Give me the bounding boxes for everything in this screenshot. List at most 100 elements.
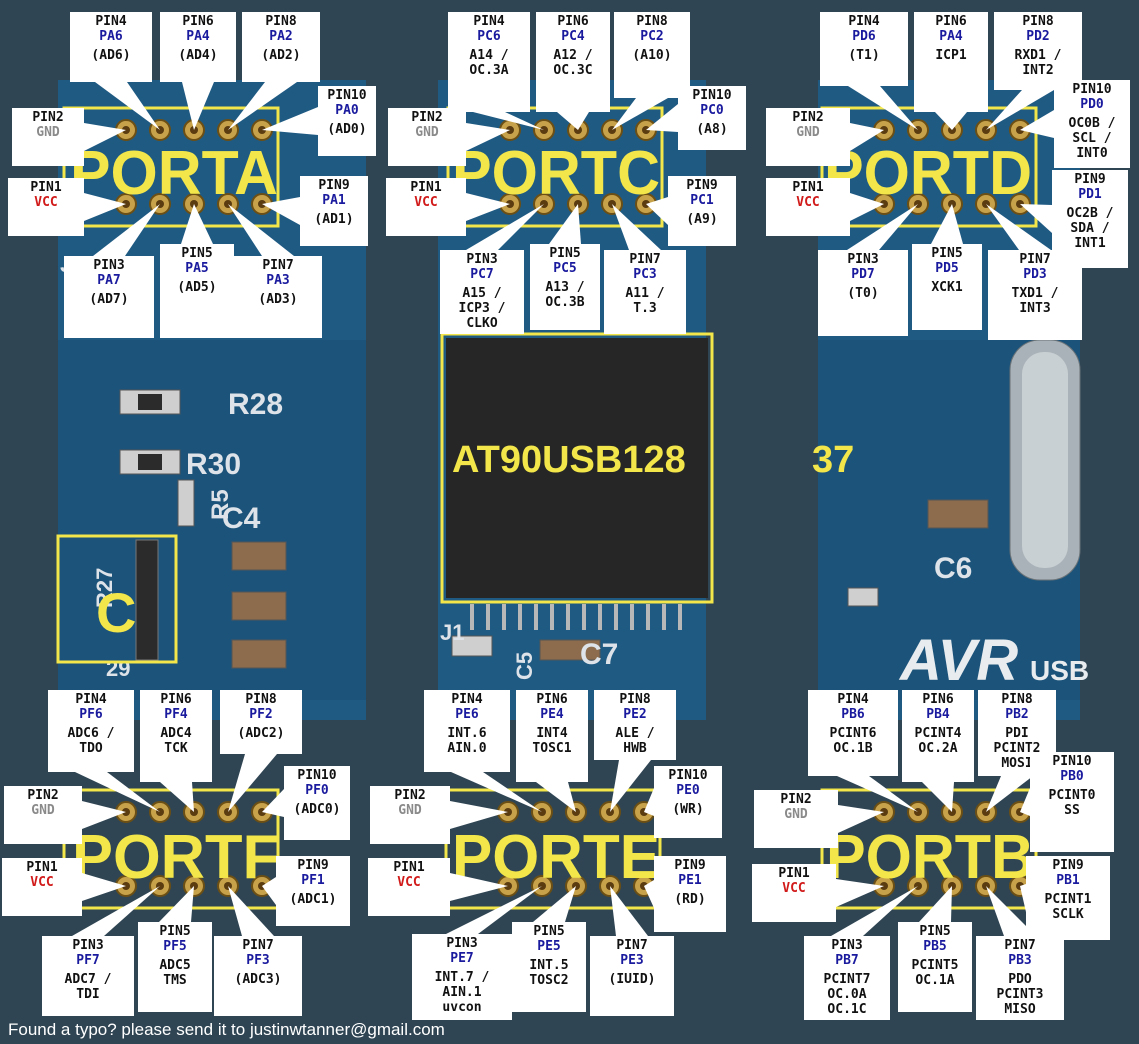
portb-pin10-pin: PIN10: [1030, 754, 1114, 769]
portb-pin6-callout: PIN6PB4PCINT4OC.2A: [902, 690, 974, 782]
porte-pin10-pin: PIN10: [654, 768, 722, 783]
porte-pin9-callout: PIN9PE1 (RD): [654, 856, 726, 932]
portb-pin7-func: PDO: [976, 972, 1064, 987]
portb-pin10-port: PB0: [1030, 769, 1114, 784]
portf-pin10-pin: PIN10: [284, 768, 350, 783]
portb-pin5-callout: PIN5PB5PCINT5OC.1A: [898, 922, 972, 1012]
portf-pin4-func: ADC6 /: [48, 726, 134, 741]
portf-pin5-func2: TMS: [138, 973, 212, 988]
porte-pin8-func: ALE /: [594, 726, 676, 741]
porte-pin5-pin: PIN5: [512, 924, 586, 939]
portf-pin2-port: GND: [4, 803, 82, 818]
porte-pin5-port: PE5: [512, 939, 586, 954]
portb-pin4-port: PB6: [808, 707, 898, 722]
porta-pin5-port: PA5: [160, 261, 234, 276]
portc-pin8-func: (A10): [614, 48, 690, 63]
portd-pin2-callout: PIN2GND: [766, 108, 850, 166]
portc-pin10-func: (A8): [678, 122, 746, 137]
portc-pin7-pin: PIN7: [604, 252, 686, 267]
portc-pin3-func3: CLKO: [440, 316, 524, 331]
porta-pin2-callout: PIN2GND: [12, 108, 84, 166]
portf-pin6-port: PF4: [140, 707, 212, 722]
portd-pin6-func: ICP1: [914, 48, 988, 63]
portf-pin3-func2: TDI: [42, 987, 134, 1002]
portf-pin4-pin: PIN4: [48, 692, 134, 707]
porta-pin9-func: (AD1): [300, 212, 368, 227]
portd-pin10-func2: SCL /: [1054, 131, 1130, 146]
portf-pin2-callout: PIN2GND: [4, 786, 82, 844]
portb-pin3-func2: OC.0A: [804, 987, 890, 1002]
portd-pin8-func: RXD1 /: [994, 48, 1082, 63]
portc-pin8-pin: PIN8: [614, 14, 690, 29]
portb-pin4-func2: OC.1B: [808, 741, 898, 756]
porte-pin9-pin: PIN9: [654, 858, 726, 873]
porta-pin9-port: PA1: [300, 193, 368, 208]
portf-pin3-pin: PIN3: [42, 938, 134, 953]
portc-pin8-port: PC2: [614, 29, 690, 44]
portb-pin8-pin: PIN8: [978, 692, 1056, 707]
portb-pin1-pin: PIN1: [752, 866, 836, 881]
usb-logo: USB: [1030, 655, 1089, 686]
porte-pin7-callout: PIN7PE3(IUID): [590, 936, 674, 1016]
porte-pin1-pin: PIN1: [368, 860, 450, 875]
portc-pin7-func2: T.3: [604, 301, 686, 316]
porta-pin8-port: PA2: [242, 29, 320, 44]
portc-pin5-port: PC5: [530, 261, 600, 276]
portb-pin1-callout: PIN1VCC: [752, 864, 836, 922]
portb-pin1-port: VCC: [752, 881, 836, 896]
portd-pin10-pin: PIN10: [1054, 82, 1130, 97]
portf-pin4-callout: PIN4PF6ADC6 /TDO: [48, 690, 134, 772]
portc-pin9-func: (A9): [668, 212, 736, 227]
portf-pin5-callout: PIN5PF5ADC5TMS: [138, 922, 212, 1012]
portf-pin4-func2: TDO: [48, 741, 134, 756]
portf-pin5-pin: PIN5: [138, 924, 212, 939]
portd-pin8-port: PD2: [994, 29, 1082, 44]
portf-pin2-pin: PIN2: [4, 788, 82, 803]
portf-pin8-pin: PIN8: [220, 692, 302, 707]
portf-pin5-func: ADC5: [138, 958, 212, 973]
portb-pin6-port: PB4: [902, 707, 974, 722]
portb-pin6-pin: PIN6: [902, 692, 974, 707]
porta-pin9-callout: PIN9PA1(AD1): [300, 176, 368, 246]
porte-pin3-callout: PIN3PE7INT.7 /AIN.1uvcon: [412, 934, 512, 1020]
porte-pin3-func3: uvcon: [412, 1000, 512, 1015]
porte-pin5-func2: TOSC2: [512, 973, 586, 988]
portd-pin9-pin: PIN9: [1052, 172, 1128, 187]
portc-pin6-callout: PIN6PC4A12 /OC.3C: [536, 12, 610, 112]
portd-pin7-pin: PIN7: [988, 252, 1082, 267]
portb-pin9-callout: PIN9PB1PCINT1SCLK: [1026, 856, 1110, 940]
porta-pin3-callout: PIN3PA7(AD7): [64, 256, 154, 338]
porte-pin4-callout: PIN4PE6INT.6AIN.0: [424, 690, 510, 772]
r28-label: R28: [228, 388, 283, 421]
r30-label: R30: [186, 448, 241, 481]
portb-pin9-port: PB1: [1026, 873, 1110, 888]
portd-pin7-func: TXD1 /: [988, 286, 1082, 301]
portc-pin7-port: PC3: [604, 267, 686, 282]
portb-pin7-callout: PIN7PB3PDOPCINT3MISO: [976, 936, 1064, 1020]
porte-pin9-port: PE1: [654, 873, 726, 888]
portc-pin10-port: PC0: [678, 103, 746, 118]
porte-pin3-func: INT.7 /: [412, 970, 512, 985]
porte-pin4-port: PE6: [424, 707, 510, 722]
portd-pin4-pin: PIN4: [820, 14, 908, 29]
porte-pin6-func: INT4: [516, 726, 588, 741]
portb-pin6-func2: OC.2A: [902, 741, 974, 756]
porte-pin8-callout: PIN8PE2ALE /HWB: [594, 690, 676, 760]
portc-pin9-port: PC1: [668, 193, 736, 208]
porte-pin1-port: VCC: [368, 875, 450, 890]
porte-pin6-pin: PIN6: [516, 692, 588, 707]
portb-pin2-port: GND: [754, 807, 838, 822]
portb-pin7-pin: PIN7: [976, 938, 1064, 953]
portc-pin7-callout: PIN7PC3A11 /T.3: [604, 250, 686, 334]
portd-pin4-callout: PIN4PD6(T1): [820, 12, 908, 86]
porte-pin9-func: (RD): [654, 892, 726, 907]
portc-pin1-pin: PIN1: [386, 180, 466, 195]
portb-pin4-pin: PIN4: [808, 692, 898, 707]
portf-pin10-port: PF0: [284, 783, 350, 798]
chip-label: AT90USB128: [452, 439, 686, 481]
r29-label: 29: [106, 656, 130, 681]
portc-pin1-callout: PIN1VCC: [386, 178, 466, 236]
portd-pin7-func2: INT3: [988, 301, 1082, 316]
portd-pin5-callout: PIN5PD5XCK1: [912, 244, 982, 330]
portf-pin7-pin: PIN7: [214, 938, 302, 953]
